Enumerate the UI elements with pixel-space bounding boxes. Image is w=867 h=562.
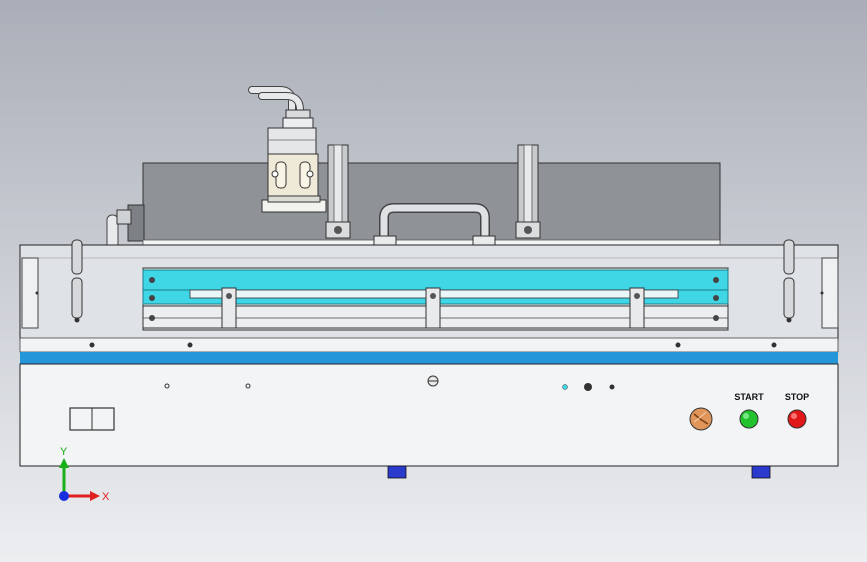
- left-side-fixtures: [21, 239, 83, 329]
- rail-clamp-left: [221, 287, 237, 329]
- start-label: START: [734, 392, 764, 402]
- rail-assembly: [142, 267, 729, 331]
- y-axis-label: Y: [60, 446, 68, 458]
- accent-strip: [19, 337, 839, 364]
- stop-label: STOP: [785, 392, 809, 402]
- front-panel: START STOP: [19, 363, 839, 467]
- rail-clamp-right: [629, 287, 645, 329]
- x-axis-label: X: [102, 491, 110, 503]
- stop-button[interactable]: [787, 409, 807, 429]
- right-side-fixtures: [783, 239, 839, 329]
- cylinder-assembly: [248, 86, 327, 213]
- coordinate-triad: Y X: [59, 446, 110, 503]
- emergency-stop-button[interactable]: [689, 407, 713, 431]
- start-button[interactable]: [739, 409, 759, 429]
- left-upright: [325, 144, 351, 239]
- feet: [387, 465, 771, 479]
- right-upright: [515, 144, 541, 239]
- rail-clamp-center: [425, 287, 441, 329]
